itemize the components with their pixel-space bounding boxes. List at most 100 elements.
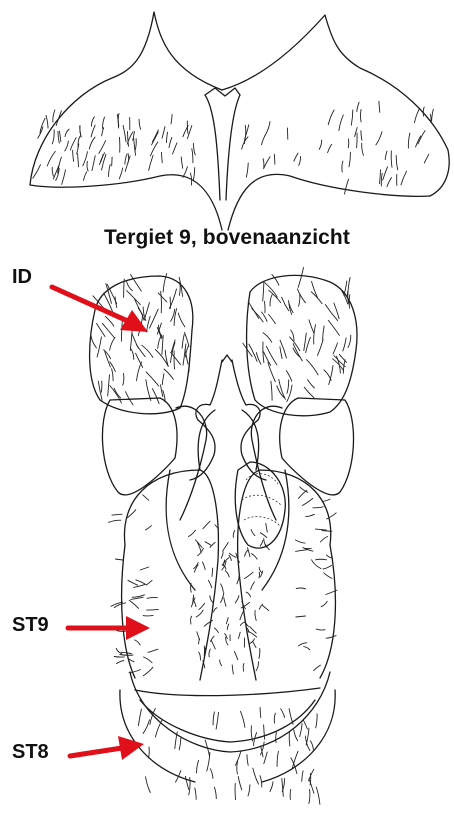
seta	[269, 315, 276, 324]
seta	[235, 751, 241, 766]
seta	[300, 487, 308, 493]
seta	[260, 707, 261, 717]
seta	[233, 531, 234, 538]
seta	[299, 156, 301, 165]
seta	[321, 601, 327, 606]
seta	[149, 155, 153, 170]
seta	[282, 297, 289, 311]
seta	[387, 178, 392, 187]
seta	[274, 154, 275, 164]
seta	[114, 388, 121, 398]
seta	[256, 353, 261, 365]
seta	[150, 309, 159, 328]
seta	[272, 275, 279, 286]
seta	[70, 138, 76, 150]
seta	[143, 720, 149, 734]
seta	[276, 733, 277, 743]
seta	[73, 150, 74, 161]
seta	[214, 787, 216, 798]
label-st8: ST8	[12, 741, 49, 764]
seta	[314, 665, 321, 671]
seta	[162, 374, 164, 385]
seta	[203, 521, 210, 529]
seta	[328, 110, 334, 125]
seta	[238, 777, 242, 790]
seta	[135, 139, 136, 152]
seta	[161, 291, 162, 313]
seta	[143, 667, 153, 676]
seta	[317, 340, 323, 356]
seta	[222, 560, 224, 565]
seta	[246, 125, 248, 134]
seta	[343, 338, 346, 351]
seta	[246, 592, 250, 597]
seta	[316, 559, 327, 560]
seta	[46, 115, 48, 128]
seta	[259, 649, 260, 659]
seta	[146, 380, 151, 401]
seta	[253, 768, 259, 784]
seta	[243, 664, 244, 672]
seta	[323, 326, 325, 340]
seta	[189, 357, 190, 372]
seta	[226, 618, 228, 624]
arrow-st9	[68, 616, 150, 640]
seta	[140, 567, 149, 570]
seta	[423, 107, 424, 116]
seta	[344, 281, 347, 295]
seta	[348, 139, 349, 148]
seta	[385, 151, 387, 159]
seta	[326, 636, 336, 639]
seta	[259, 604, 263, 609]
seta	[314, 325, 316, 344]
seta	[247, 755, 248, 766]
seta	[213, 712, 214, 725]
seta	[304, 333, 307, 351]
seta	[212, 568, 213, 576]
seta	[162, 335, 163, 354]
seta	[56, 168, 60, 180]
seta	[279, 380, 286, 400]
gonocoxite-right	[280, 398, 354, 495]
seta	[146, 526, 152, 530]
seta	[91, 117, 94, 126]
seta	[271, 381, 272, 400]
seta	[158, 293, 167, 302]
seta	[123, 373, 124, 385]
seta	[91, 125, 95, 137]
seta	[306, 514, 315, 516]
seta	[116, 661, 123, 664]
seta	[299, 643, 307, 646]
seta	[302, 771, 303, 782]
seta	[310, 741, 313, 752]
seta	[306, 337, 311, 352]
seta	[312, 560, 322, 569]
seta	[265, 301, 266, 312]
seta	[109, 165, 111, 177]
seta	[171, 115, 172, 124]
seta	[78, 154, 79, 167]
seta	[130, 330, 132, 350]
seta	[264, 725, 265, 740]
seta	[237, 574, 240, 584]
seta	[162, 127, 165, 139]
seta	[264, 352, 271, 366]
seta	[264, 157, 271, 169]
seta	[264, 752, 267, 764]
seta	[109, 520, 121, 522]
seta	[251, 582, 255, 590]
seta	[381, 173, 382, 186]
seta	[320, 537, 327, 543]
seta	[294, 730, 298, 741]
sternite-9-setae	[109, 487, 338, 676]
seta	[196, 610, 203, 617]
seta	[237, 761, 238, 774]
label-id: ID	[12, 266, 32, 289]
seta	[131, 348, 134, 359]
seta	[124, 279, 125, 298]
seta	[91, 336, 97, 349]
seta	[221, 551, 223, 558]
seta	[119, 168, 122, 179]
seta	[415, 109, 420, 122]
